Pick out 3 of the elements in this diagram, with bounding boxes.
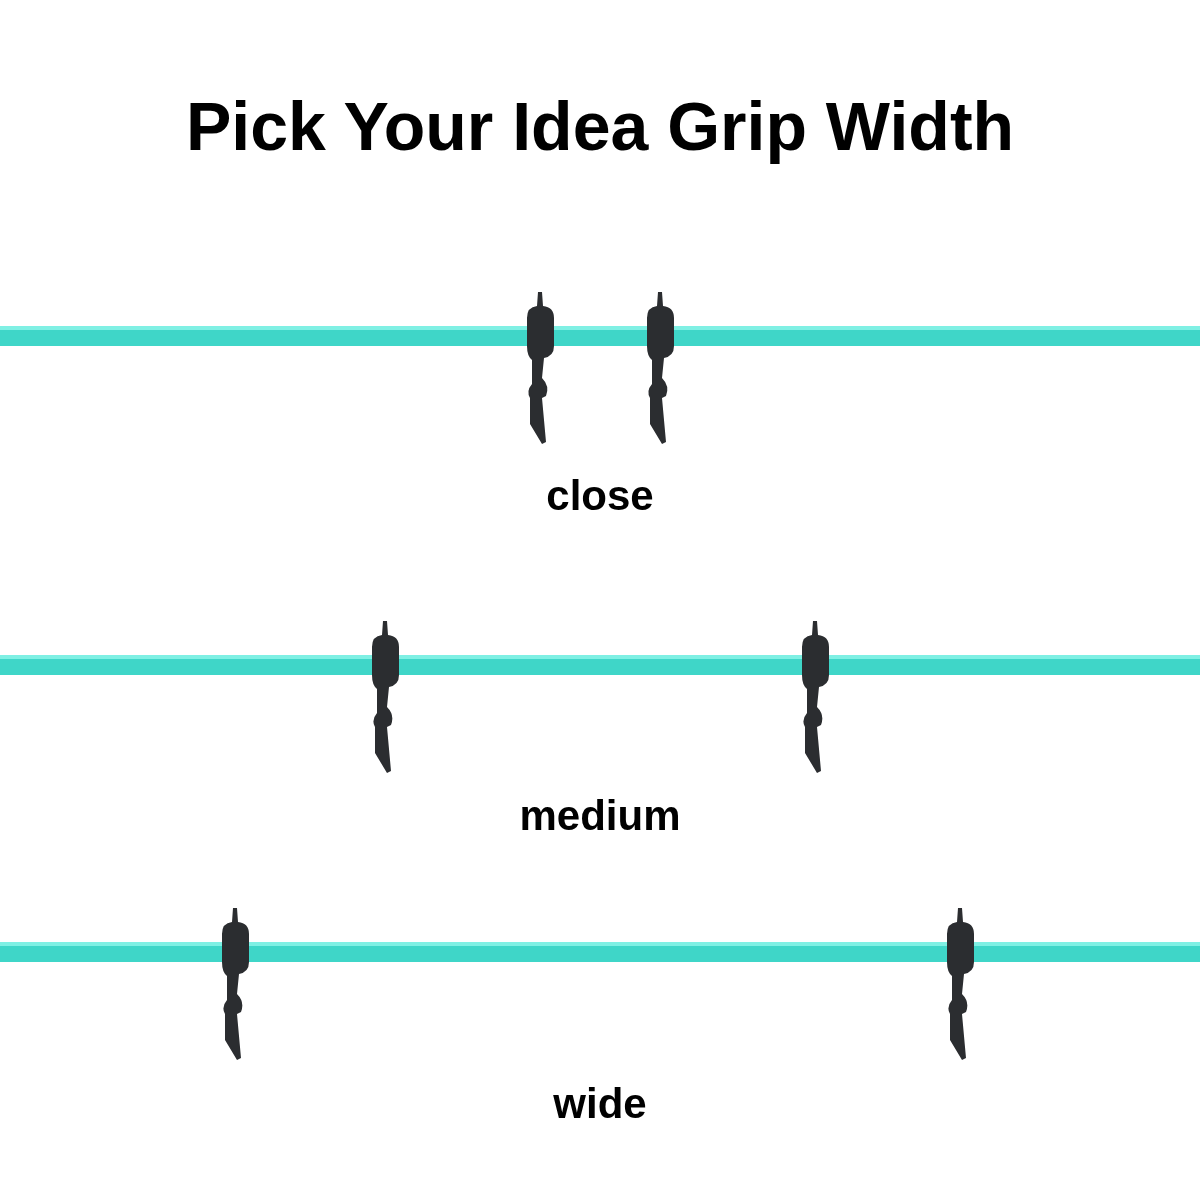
width-label: wide: [552, 1083, 648, 1125]
width-label: medium: [518, 795, 682, 837]
width-label: close: [545, 475, 655, 517]
